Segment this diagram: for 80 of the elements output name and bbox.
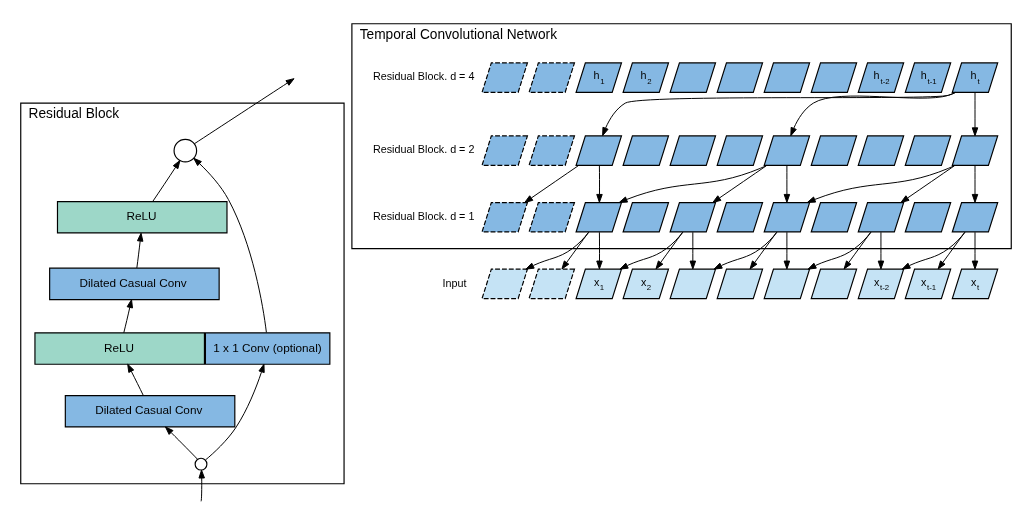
arrow [713, 231, 778, 270]
node-parallelogram [481, 61, 529, 93]
arrow [971, 231, 979, 269]
node-parallelogram [528, 61, 576, 93]
arrow [618, 164, 767, 203]
arrow [619, 231, 684, 270]
arrow [165, 425, 198, 460]
node-parallelogram [810, 201, 858, 233]
node-parallelogram [528, 134, 576, 166]
node-label: Input [442, 276, 467, 289]
arrow [783, 231, 791, 269]
node-box: Dilated Casual Conv [49, 267, 220, 300]
node-parallelogram [763, 134, 811, 166]
node-parallelogram [716, 268, 764, 299]
arrow [806, 164, 956, 203]
node-parallelogram [763, 61, 811, 93]
node-parallelogram [716, 134, 764, 166]
node-parallelogram [716, 201, 764, 233]
node-parallelogram [810, 61, 858, 93]
arrow [877, 231, 885, 269]
node-label: Residual Block. d = 1 [372, 209, 475, 222]
arrow [843, 231, 872, 269]
arrow [561, 231, 590, 269]
node-parallelogram [951, 201, 999, 233]
node-parallelogram [481, 201, 529, 233]
arrow [783, 164, 791, 203]
arrow [971, 164, 979, 203]
arrow [193, 77, 295, 144]
arrow [749, 231, 778, 269]
node-parallelogram [904, 201, 952, 233]
node-box: ReLU [34, 331, 206, 365]
node-box: Dilated Casual Conv [64, 394, 236, 427]
arrow [123, 298, 133, 333]
arrow [127, 363, 144, 396]
node-parallelogram [669, 268, 717, 299]
node-label: Residual Block. d = 2 [372, 142, 475, 155]
node-parallelogram [622, 201, 670, 233]
arrow [790, 91, 956, 136]
arrow [596, 231, 603, 269]
arrow [971, 91, 979, 136]
arrow [807, 231, 872, 270]
node-parallelogram [716, 61, 764, 93]
arrow [900, 164, 956, 203]
node-parallelogram [669, 61, 717, 93]
node-parallelogram [575, 201, 623, 233]
node-parallelogram [669, 201, 717, 233]
arrow [689, 231, 697, 269]
node-parallelogram [810, 268, 858, 299]
arrow [712, 164, 767, 203]
arrow [205, 363, 265, 460]
node-parallelogram [481, 268, 529, 299]
node-parallelogram [951, 134, 999, 166]
arrow [937, 231, 966, 269]
arrow [136, 232, 144, 268]
arrow [193, 157, 267, 333]
node-parallelogram [481, 134, 529, 166]
node-parallelogram [857, 201, 905, 233]
node-parallelogram [763, 268, 811, 299]
node-parallelogram [857, 134, 905, 166]
node-parallelogram [622, 134, 670, 166]
arrow [152, 159, 181, 202]
arrow [596, 164, 603, 203]
arrow [524, 164, 579, 203]
arrow [655, 231, 684, 269]
arrow [602, 91, 957, 136]
node-parallelogram [763, 201, 811, 233]
arrow [901, 231, 966, 270]
node-parallelogram [575, 134, 623, 166]
node-parallelogram [904, 134, 952, 166]
arrow [198, 469, 205, 502]
node-parallelogram [669, 134, 717, 166]
node-circle [194, 457, 208, 471]
node-box: ReLU [56, 200, 228, 233]
node-parallelogram [528, 268, 576, 299]
node-parallelogram [810, 134, 858, 166]
node-parallelogram [528, 201, 576, 233]
node-circle [173, 138, 198, 162]
node-label: Residual Block. d = 4 [372, 69, 475, 82]
arrow [525, 231, 590, 270]
node-box: 1 x 1 Conv (optional) [204, 331, 331, 365]
